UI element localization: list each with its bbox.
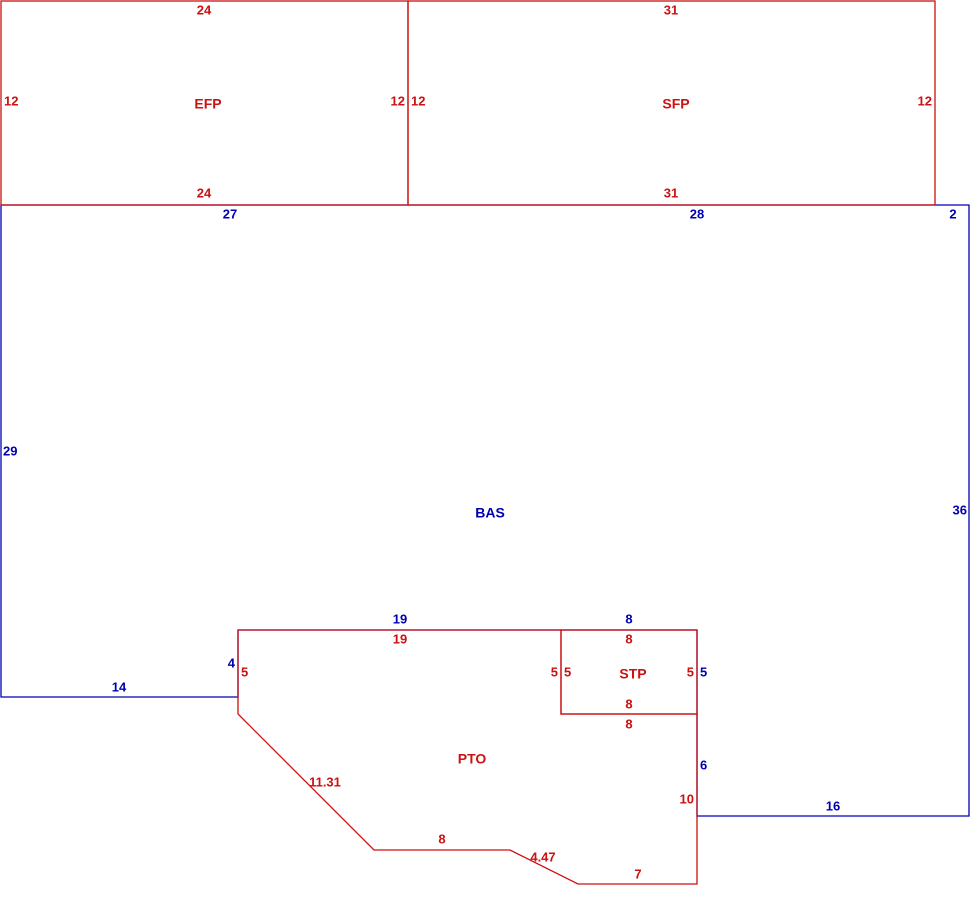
bas-dim-top-left: 27 (223, 206, 237, 221)
bas-dim-bottom-right: 16 (826, 798, 840, 813)
efp-area-label: EFP (194, 96, 221, 112)
efp-dim-right: 12 (391, 93, 405, 108)
stp-dim-right: 5 (687, 664, 694, 679)
stp-dim-left: 5 (564, 664, 571, 679)
sfp-dim-right: 12 (918, 93, 932, 108)
bas-dim-top-right: 28 (690, 206, 704, 221)
sfp-dim-left: 12 (411, 93, 425, 108)
stp-labels: STP 8 8 5 5 (564, 631, 694, 711)
pto-dim-bottom: 8 (438, 831, 445, 846)
efp-dim-top: 24 (197, 2, 212, 17)
sfp-dim-top: 31 (664, 2, 678, 17)
efp-dim-bottom: 24 (197, 185, 212, 200)
pto-outline (237, 629, 698, 885)
sfp-dim-bottom: 31 (664, 185, 678, 200)
pto-dim-left: 5 (241, 664, 248, 679)
sfp-area-label: SFP (662, 96, 689, 112)
stp-dim-bottom: 8 (625, 696, 632, 711)
bas-area-label: BAS (475, 505, 505, 521)
pto-dim-small-diagonal: 4.47 (530, 849, 555, 864)
sfp-labels: SFP 31 31 12 12 (411, 2, 932, 200)
pto-dim-stp-bottom: 8 (625, 716, 632, 731)
pto-labels: PTO 19 5 11.31 8 4.47 7 10 5 8 (241, 631, 694, 881)
bas-dim-notch-top-right: 8 (625, 611, 632, 626)
bas-dim-left: 29 (3, 443, 17, 458)
pto-area-label: PTO (458, 751, 487, 767)
stp-area-label: STP (619, 666, 646, 682)
bas-dim-right: 36 (953, 502, 967, 517)
pto-dim-stp-left: 5 (551, 664, 558, 679)
pto-dim-diagonal: 11.31 (309, 774, 341, 789)
bas-labels: BAS 27 28 2 29 36 14 4 19 8 5 6 16 (3, 206, 967, 813)
pto-dim-top: 19 (393, 631, 407, 646)
stp-dim-top: 8 (625, 631, 632, 646)
bas-dim-bottom-left: 14 (112, 679, 127, 694)
pto-dim-bottom-right: 7 (634, 866, 641, 881)
efp-labels: EFP 24 24 12 12 (4, 2, 405, 200)
bas-dim-notch-lower: 6 (700, 757, 707, 772)
bas-dim-top-jog: 2 (949, 206, 956, 221)
sfp-outline (407, 0, 936, 206)
pto-dim-right: 10 (680, 791, 694, 806)
efp-dim-left: 12 (4, 93, 18, 108)
outlines (0, 0, 970, 885)
bas-dim-notch-top-left: 19 (393, 611, 407, 626)
bas-dim-notch-right: 5 (700, 664, 707, 679)
bas-dim-bottom-notch: 4 (228, 655, 236, 670)
